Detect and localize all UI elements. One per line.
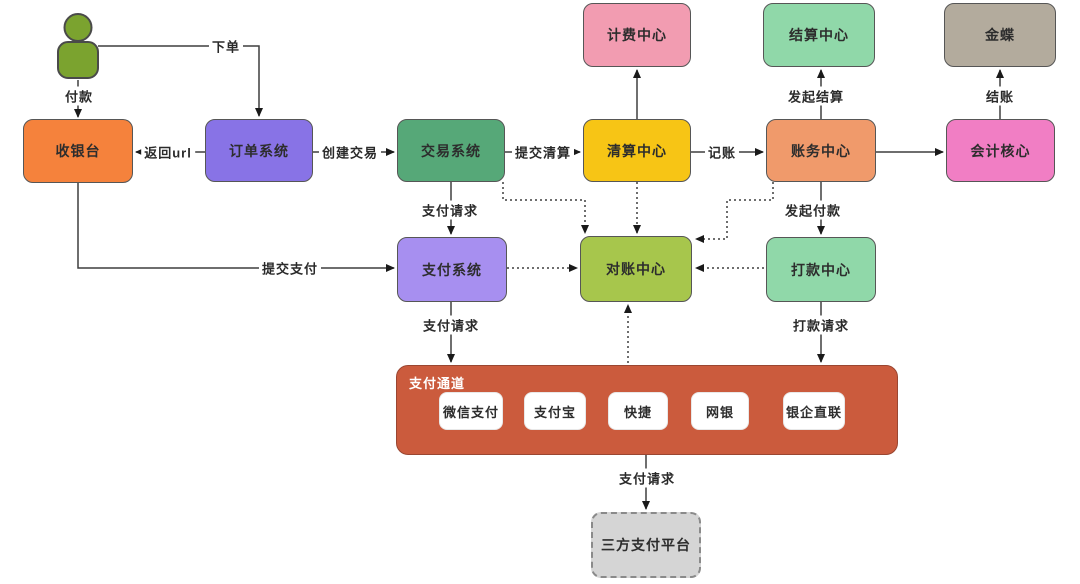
edge-label-initiate-payment: 发起付款 [781, 200, 845, 220]
edge-label-submit-clearing: 提交清算 [511, 142, 575, 162]
user-icon [56, 12, 100, 80]
node-reconciliation-center: 对账中心 [580, 236, 692, 302]
node-payout-center: 打款中心 [766, 237, 876, 302]
node-third-party-platform: 三方支付平台 [591, 512, 701, 578]
edge-label-payout-request: 打款请求 [789, 315, 853, 335]
edge-label-close-account: 结账 [982, 86, 1018, 106]
node-billing-center: 计费中心 [583, 3, 691, 67]
edge-label-pay: 付款 [61, 86, 97, 106]
edge-label-payment-request-1: 支付请求 [418, 200, 482, 220]
edge-label-initiate-settlement: 发起结算 [784, 86, 848, 106]
edge-label-create-trade: 创建交易 [318, 142, 382, 162]
node-clearing-center: 清算中心 [583, 119, 691, 182]
edge-account-to-recon-dotted [695, 182, 774, 243]
node-payment-system: 支付系统 [397, 237, 507, 302]
chip-online-banking: 网银 [691, 392, 749, 430]
edge-label-bookkeeping: 记账 [704, 142, 740, 162]
edge-trade-to-recon-dotted [502, 182, 589, 234]
node-cashier: 收银台 [23, 119, 133, 183]
chip-alipay: 支付宝 [524, 392, 586, 430]
edge-label-submit-payment: 提交支付 [258, 258, 322, 278]
chip-quick-pay: 快捷 [608, 392, 668, 430]
chip-wechat-pay: 微信支付 [439, 392, 503, 430]
node-accounting-core: 会计核心 [946, 119, 1055, 182]
payment-channel-title: 支付通道 [409, 376, 466, 391]
node-settlement-center: 结算中心 [763, 3, 875, 67]
edge-label-payment-request-3: 支付请求 [615, 468, 679, 488]
payment-channel-container: 支付通道 微信支付 支付宝 快捷 网银 银企直联 [396, 365, 898, 455]
node-kingdee: 金蝶 [944, 3, 1056, 67]
edge-submit-payment [77, 183, 395, 272]
edge-label-payment-request-2: 支付请求 [419, 315, 483, 335]
node-trade-system: 交易系统 [397, 119, 505, 182]
chip-bank-direct-link: 银企直联 [783, 392, 845, 430]
edge-place-order [98, 45, 263, 117]
node-order-system: 订单系统 [205, 119, 313, 182]
node-account-center: 账务中心 [766, 119, 876, 182]
edge-label-return-url: 返回url [141, 142, 195, 162]
edge-label-place-order: 下单 [208, 36, 244, 56]
